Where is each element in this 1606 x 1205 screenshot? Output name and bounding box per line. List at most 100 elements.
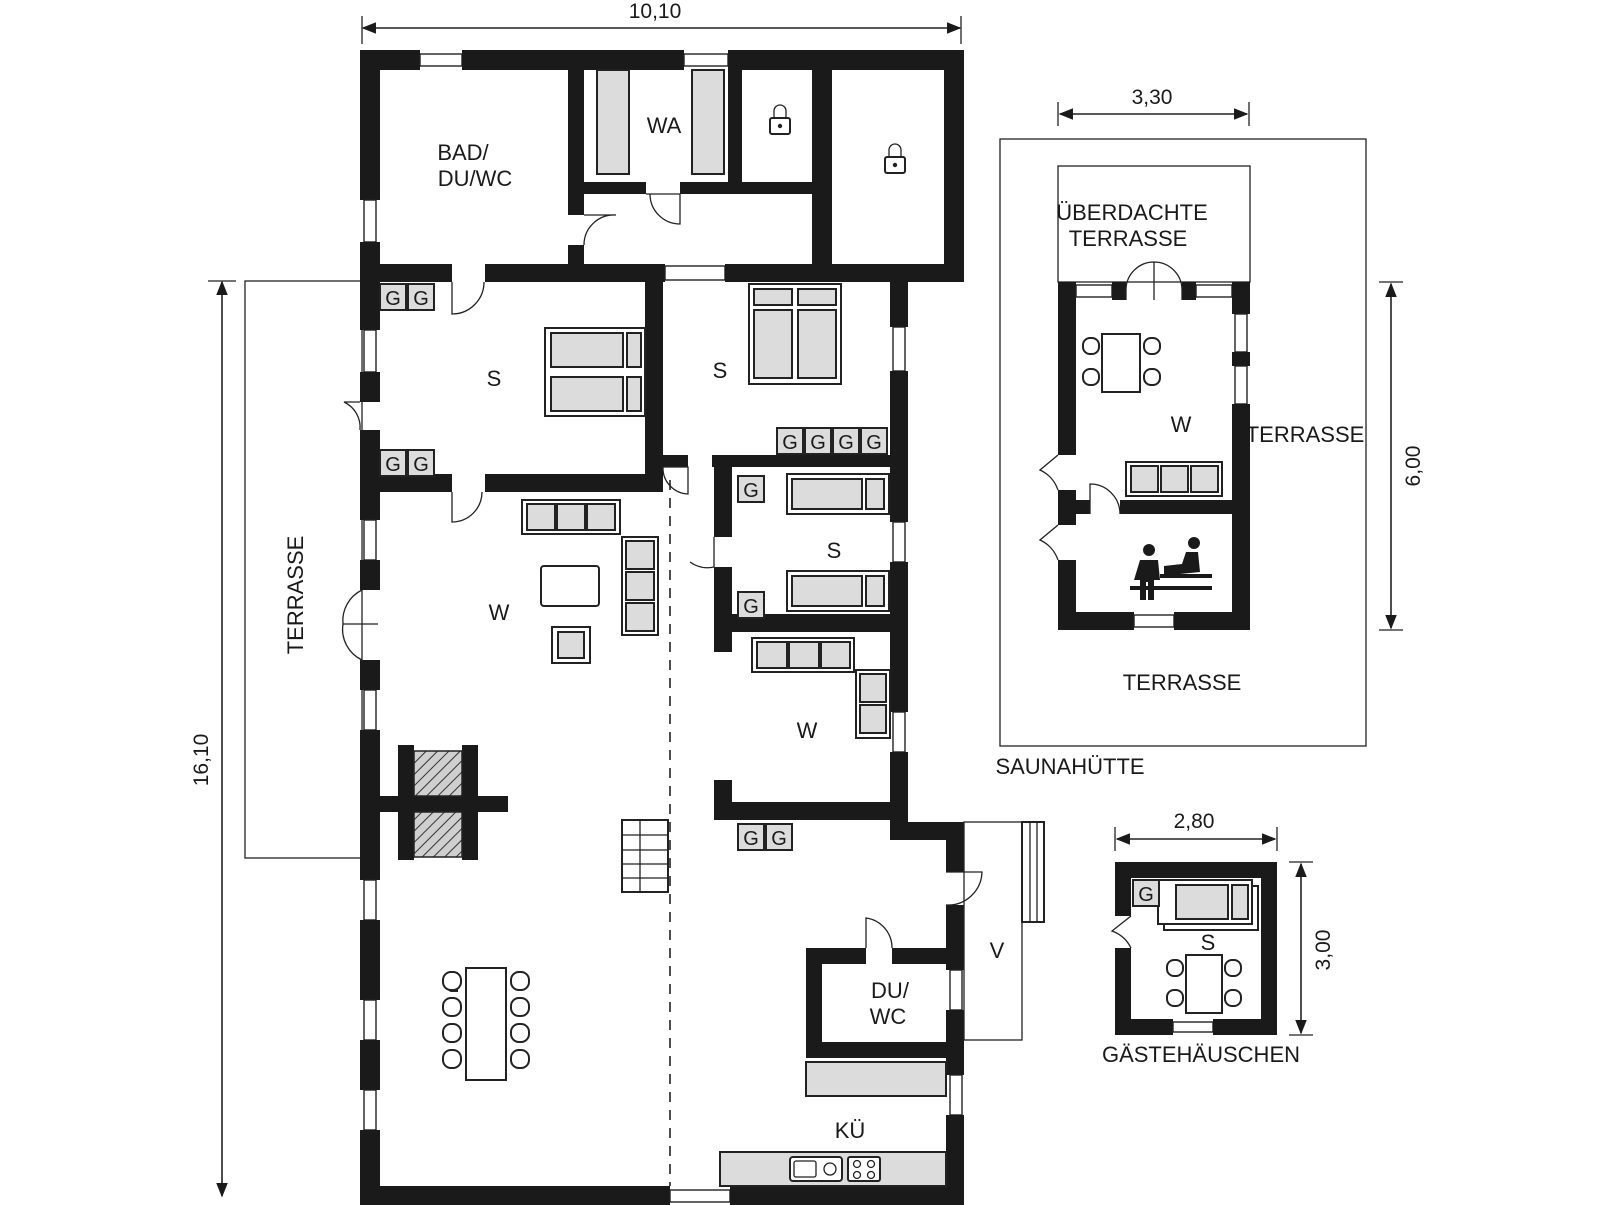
bed-marker: G xyxy=(413,454,429,476)
bed-marker: G xyxy=(413,288,429,310)
label-v: V xyxy=(990,938,1005,963)
washer-left xyxy=(596,69,630,175)
bed-marker: G xyxy=(743,828,759,850)
chair xyxy=(1143,337,1161,355)
sofa-cushion xyxy=(1160,465,1189,493)
bed-marker: G xyxy=(810,432,826,454)
label-du-line1: DU/ xyxy=(871,978,910,1003)
bed-pillow xyxy=(626,332,642,368)
washer-right xyxy=(691,69,725,175)
bed-mattress xyxy=(753,309,793,379)
guest-dimension-height: 3,00 xyxy=(1289,861,1335,1036)
bed-pillow xyxy=(865,478,885,510)
label-w-right: W xyxy=(797,718,818,743)
label-saunahuette: SAUNAHÜTTE xyxy=(995,754,1144,779)
bed-marker: G xyxy=(771,828,787,850)
bed-mattress xyxy=(797,309,837,379)
chair xyxy=(1143,368,1161,386)
label-sauna-terrasse-right: TERRASSE xyxy=(1246,422,1365,447)
dining-table xyxy=(442,967,530,1081)
dimension-label-main-width: 10,10 xyxy=(629,0,682,23)
lock-icon xyxy=(884,143,906,174)
label-s-right: S xyxy=(827,538,842,563)
sink-icon xyxy=(789,1156,843,1182)
label-s-left: S xyxy=(487,366,502,391)
guest-table xyxy=(1185,954,1223,1014)
sauna-dimension-height: 6,00 xyxy=(1379,281,1425,631)
veranda xyxy=(963,821,1023,1041)
sauna-dimension-width: 3,30 xyxy=(1057,86,1250,126)
sauna-walls xyxy=(1058,282,1250,630)
bed-mattress xyxy=(791,478,863,510)
dimension-main-height: 16,10 xyxy=(190,280,236,1198)
guest-dimension-width: 2,80 xyxy=(1114,810,1278,851)
label-gaestehaeuschen: GÄSTEHÄUSCHEN xyxy=(1102,1042,1300,1067)
label-w-main: W xyxy=(489,600,510,625)
label-sauna-terrasse-bottom: TERRASSE xyxy=(1123,670,1242,695)
chair xyxy=(1082,368,1100,386)
label-covered-line1: ÜBERDACHTE xyxy=(1056,200,1208,225)
bed-marker: G xyxy=(866,432,882,454)
label-s-mid: S xyxy=(713,358,728,383)
bed-mattress xyxy=(791,575,863,607)
sofa-cushion xyxy=(625,540,655,570)
chair xyxy=(1166,989,1184,1007)
label-kue: KÜ xyxy=(835,1118,866,1143)
sofa-cushion xyxy=(788,641,820,669)
fireplace-bottom xyxy=(413,811,463,858)
chair xyxy=(1166,959,1184,977)
chair xyxy=(1082,337,1100,355)
sofa-cushion xyxy=(625,571,655,601)
dimension-main-width: 10,10 xyxy=(361,0,962,44)
sauna-plot xyxy=(999,138,1367,747)
bed-pillow xyxy=(626,376,642,412)
kitchen-counter-top xyxy=(805,1061,947,1097)
label-bad-line1: BAD/ xyxy=(437,140,489,165)
label-sauna-w: W xyxy=(1171,412,1192,437)
sauna-people-icon xyxy=(1130,537,1212,600)
label-terrasse-left: TERRASSE xyxy=(283,536,308,655)
label-du-line2: WC xyxy=(870,1004,907,1029)
bed-marker: G xyxy=(743,596,759,618)
guest-walls xyxy=(1115,862,1277,1035)
bed-pillow xyxy=(753,288,793,306)
sofa-cushion xyxy=(859,673,887,703)
label-wa: WA xyxy=(647,113,682,138)
sofa-cushion xyxy=(1130,465,1159,493)
sofa-cushion xyxy=(526,503,556,531)
coffee-table xyxy=(540,565,600,607)
stairs xyxy=(621,819,669,893)
veranda-bench xyxy=(1021,821,1045,923)
bed-marker-box xyxy=(1132,879,1160,907)
label-covered-line2: TERRASSE xyxy=(1069,226,1188,251)
lock-icon xyxy=(769,104,791,135)
bed-marker: G xyxy=(1138,884,1154,906)
dimension-label-sauna-width: 3,30 xyxy=(1132,86,1173,109)
bed-markers: G G G G G G G G G G G G xyxy=(379,283,888,851)
sofa-cushion xyxy=(625,602,655,632)
bed-marker: G xyxy=(385,288,401,310)
sofa-cushion xyxy=(859,704,887,734)
sofa-cushion xyxy=(1190,465,1219,493)
bed-marker: G xyxy=(743,480,759,502)
main-house-walls xyxy=(360,50,964,1205)
dimension-label-sauna-height: 6,00 xyxy=(1402,446,1425,487)
doors xyxy=(341,193,983,949)
bed-marker: G xyxy=(782,432,798,454)
sofa-cushion xyxy=(586,503,616,531)
bed-mattress xyxy=(550,332,624,368)
armchair-seat xyxy=(557,631,585,659)
bed-pillow xyxy=(797,288,837,306)
sauna-table xyxy=(1101,333,1141,393)
sofa-cushion xyxy=(820,641,851,669)
guest-bed xyxy=(1157,879,1259,931)
bed-marker: G xyxy=(385,454,401,476)
chair xyxy=(1224,959,1242,977)
sofa-cushion xyxy=(556,503,586,531)
bed-mattress xyxy=(550,376,624,412)
chair xyxy=(1224,989,1242,1007)
label-bad-line2: DU/WC xyxy=(438,166,513,191)
fireplace-top xyxy=(413,750,463,797)
bed-pillow xyxy=(865,575,885,607)
